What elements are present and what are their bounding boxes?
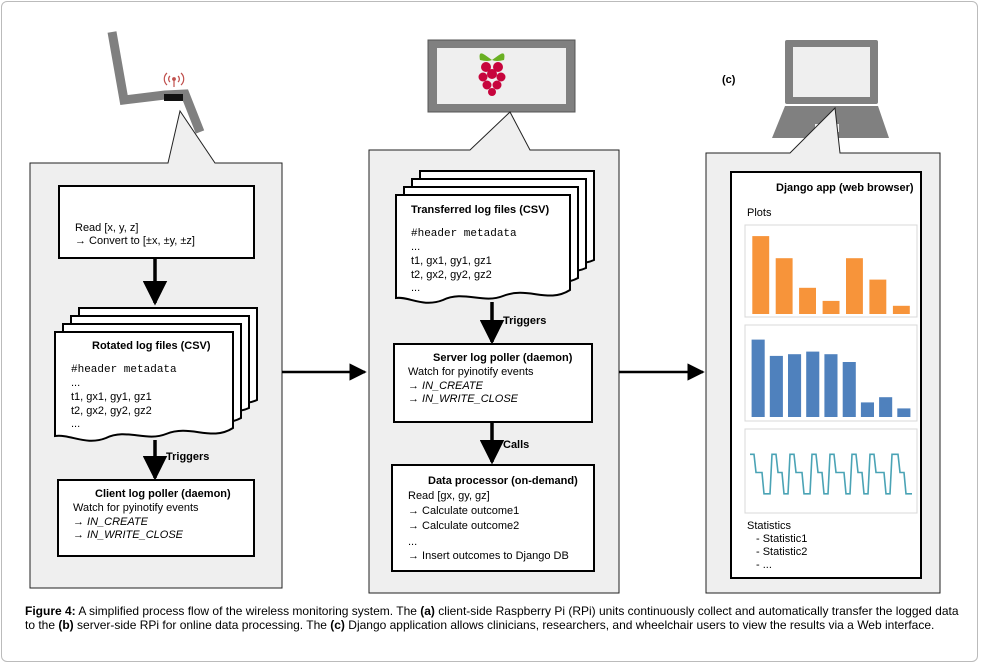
plots-label: Plots xyxy=(747,207,772,219)
server-poller-watch: Watch for pyinotify events xyxy=(408,366,534,378)
server-poller-title: Server log poller (daemon) xyxy=(433,352,573,364)
bar-5 xyxy=(824,354,838,417)
bar-8 xyxy=(879,397,893,417)
data-processor-box: Data processor (on-demand) Read [gx, gy,… xyxy=(391,464,595,572)
panel-c-label: (c) xyxy=(722,74,736,86)
figure-caption: Figure 4: A simplified process flow of t… xyxy=(25,604,960,632)
server-poller-event1: → IN_CREATE xyxy=(408,380,484,392)
client-log-poller-box: Client log poller (daemon) Watch for pyi… xyxy=(57,479,255,557)
statistic-1: - Statistic1 xyxy=(756,533,807,545)
client-poller-event1: → IN_CREATE xyxy=(73,516,149,528)
read-box-line1: Read [x, y, z] xyxy=(75,222,138,234)
bar-7 xyxy=(860,402,874,417)
caption-part4: Django application allows clinicians, re… xyxy=(344,618,935,632)
caption-part3: server-side RPi for online data processi… xyxy=(73,618,331,632)
bar-7 xyxy=(892,305,910,314)
transferred-title: Transferred log files (CSV) xyxy=(411,204,549,216)
processor-insert: → Insert outcomes to Django DB xyxy=(408,550,569,562)
blue-bar-chart xyxy=(751,339,911,417)
raspberry-pi-icon xyxy=(478,53,506,96)
processor-calc1: → Calculate outcome1 xyxy=(408,505,519,517)
rotated-log-files-stack: Rotated log files (CSV) #header metadata… xyxy=(54,307,258,442)
bar-6 xyxy=(869,279,887,314)
client-poller-title: Client log poller (daemon) xyxy=(95,488,231,500)
bar-9 xyxy=(897,408,911,417)
caption-label-a: (a) xyxy=(420,604,435,618)
wireless-signal-icon xyxy=(163,72,185,87)
caption-label-c: (c) xyxy=(330,618,345,632)
caption-figure-label: Figure 4: xyxy=(25,604,76,618)
caption-part2: client-side Raspberry Pi (RPi) units con… xyxy=(25,604,959,632)
orange-plot-frame xyxy=(744,224,918,318)
series-line xyxy=(750,453,912,495)
processor-read: Read [gx, gy, gz] xyxy=(408,490,490,502)
bar-5 xyxy=(846,258,863,314)
read-box-line2: → Convert to [±x, ±y, ±z] xyxy=(75,235,195,247)
server-calls-label: Calls xyxy=(503,439,529,451)
transferred-dots2: ... xyxy=(411,282,420,294)
transferred-log-files-stack: Transferred log files (CSV) #header meta… xyxy=(395,170,595,304)
rotated-title: Rotated log files (CSV) xyxy=(92,340,211,352)
statistic-2: - Statistic2 xyxy=(756,546,807,558)
read-box: Read [x, y, z] → Convert to [±x, ±y, ±z] xyxy=(58,185,255,259)
teal-line-chart xyxy=(750,453,912,495)
rotated-row1: t1, gx1, gy1, gz1 xyxy=(71,391,152,403)
rotated-dots1: ... xyxy=(71,377,80,389)
server-poller-event2: → IN_WRITE_CLOSE xyxy=(408,393,519,405)
server-triggers-label: Triggers xyxy=(503,315,546,327)
processor-calc2: → Calculate outcome2 xyxy=(408,520,519,532)
transferred-row2: t2, gx2, gy2, gz2 xyxy=(411,269,492,281)
statistic-more: - ... xyxy=(756,559,772,571)
bar-2 xyxy=(775,258,793,314)
bar-4 xyxy=(806,351,820,417)
browser-title: Django app (web browser) xyxy=(776,182,914,194)
bar-6 xyxy=(842,362,856,417)
rotated-dots2: ... xyxy=(71,418,80,430)
bar-1 xyxy=(751,339,765,417)
blue-plot-frame xyxy=(744,324,918,422)
process-flow-diagram: Read [x, y, z] → Convert to [±x, ±y, ±z]… xyxy=(29,31,941,594)
bar-4 xyxy=(822,300,840,314)
statistics-label: Statistics xyxy=(747,520,792,532)
orange-bar-chart xyxy=(752,236,910,314)
client-poller-watch: Watch for pyinotify events xyxy=(73,502,199,514)
bar-3 xyxy=(788,354,802,417)
rotated-row2: t2, gx2, gy2, gz2 xyxy=(71,405,152,417)
processor-title: Data processor (on-demand) xyxy=(428,475,578,487)
bar-3 xyxy=(799,287,816,314)
bar-2 xyxy=(769,355,783,417)
client-triggers-label: Triggers xyxy=(166,451,209,463)
transferred-header: #header metadata xyxy=(411,228,517,240)
client-poller-event2: → IN_WRITE_CLOSE xyxy=(73,529,184,541)
server-log-poller-box: Server log poller (daemon) Watch for pyi… xyxy=(393,343,593,423)
line-plot-frame xyxy=(744,428,918,514)
caption-part1: A simplified process flow of the wireles… xyxy=(75,604,421,618)
transferred-row1: t1, gx1, gy1, gz1 xyxy=(411,255,492,267)
caption-label-b: (b) xyxy=(58,618,74,632)
transferred-dots1: ... xyxy=(411,241,420,253)
rotated-header: #header metadata xyxy=(71,364,177,376)
wheelchair-icon xyxy=(107,31,205,134)
bar-1 xyxy=(752,236,770,314)
processor-dots: ... xyxy=(408,536,417,548)
